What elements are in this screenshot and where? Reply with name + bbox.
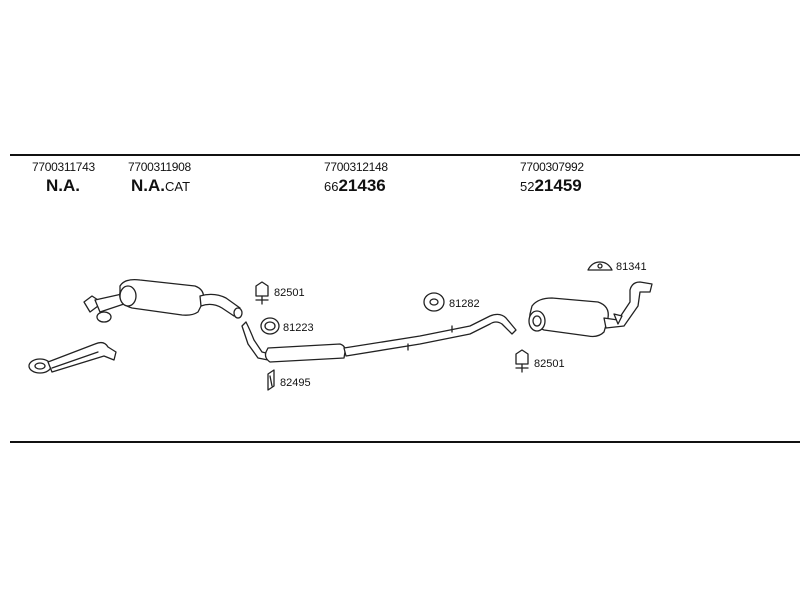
callout-82501-rear: 82501 [534,358,565,370]
callout-82495: 82495 [280,377,311,389]
middle-section [241,313,517,363]
rubber-hanger-icon [515,349,529,365]
section-catalyst: 7700311908 N.A.CAT [128,160,191,196]
front-pipe [28,341,117,374]
gasket-ring-hole [264,321,276,331]
callout-81341: 81341 [616,261,647,273]
gasket-hole [429,298,439,306]
callout-81223: 81223 [283,322,314,334]
gasket-81223 [260,317,280,335]
rubber-hanger-icon [255,281,269,297]
part-number: 7700307992 [520,160,584,174]
part-code: 5221459 [520,176,582,195]
mount-81341 [587,261,613,271]
catalyst-outlet [199,293,241,317]
code-prefix: 52 [520,179,535,194]
middle-inlet-pipe [241,321,271,361]
rear-silencer-port [532,315,542,327]
catalyst-assembly [83,278,243,323]
middle-tail-pipe [343,313,517,357]
section-rear-silencer: 7700307992 5221459 [520,160,584,196]
catalyst-outlet-end [233,307,243,319]
front-pipe-flange-hole [34,362,46,370]
code-prefix: 66 [324,179,339,194]
clamp-82495 [267,369,275,391]
part-code: N.A. [46,176,80,195]
catalyst-bracket [83,295,99,313]
top-divider [10,154,800,156]
gasket-81282 [423,292,445,312]
rear-silencer [528,281,653,338]
bottom-divider [10,441,800,443]
section-middle-silencer: 7700312148 6621436 [324,160,388,196]
rubber-mount-hole [597,263,603,269]
hanger-82501-b [515,349,529,373]
clamp-bolt [269,375,273,387]
front-pipe-line [51,351,99,369]
rear-tail-bracket [613,313,623,325]
section-front-pipe: 7700311743 N.A. [32,160,95,196]
catalyst-end-cap [119,285,137,307]
part-number: 7700311743 [32,160,95,174]
cat-suffix: CAT [165,179,191,194]
callout-81282: 81282 [449,298,480,310]
middle-silencer-body [264,343,346,363]
part-number: 7700312148 [324,160,388,174]
part-code: N.A.CAT [131,176,191,195]
hanger-82501-a [255,281,269,305]
part-number: 7700311908 [128,160,191,174]
callout-82501: 82501 [274,287,305,299]
catalyst-flange [96,311,112,323]
rear-tail-pipe [603,281,653,329]
part-code: 6621436 [324,176,386,195]
